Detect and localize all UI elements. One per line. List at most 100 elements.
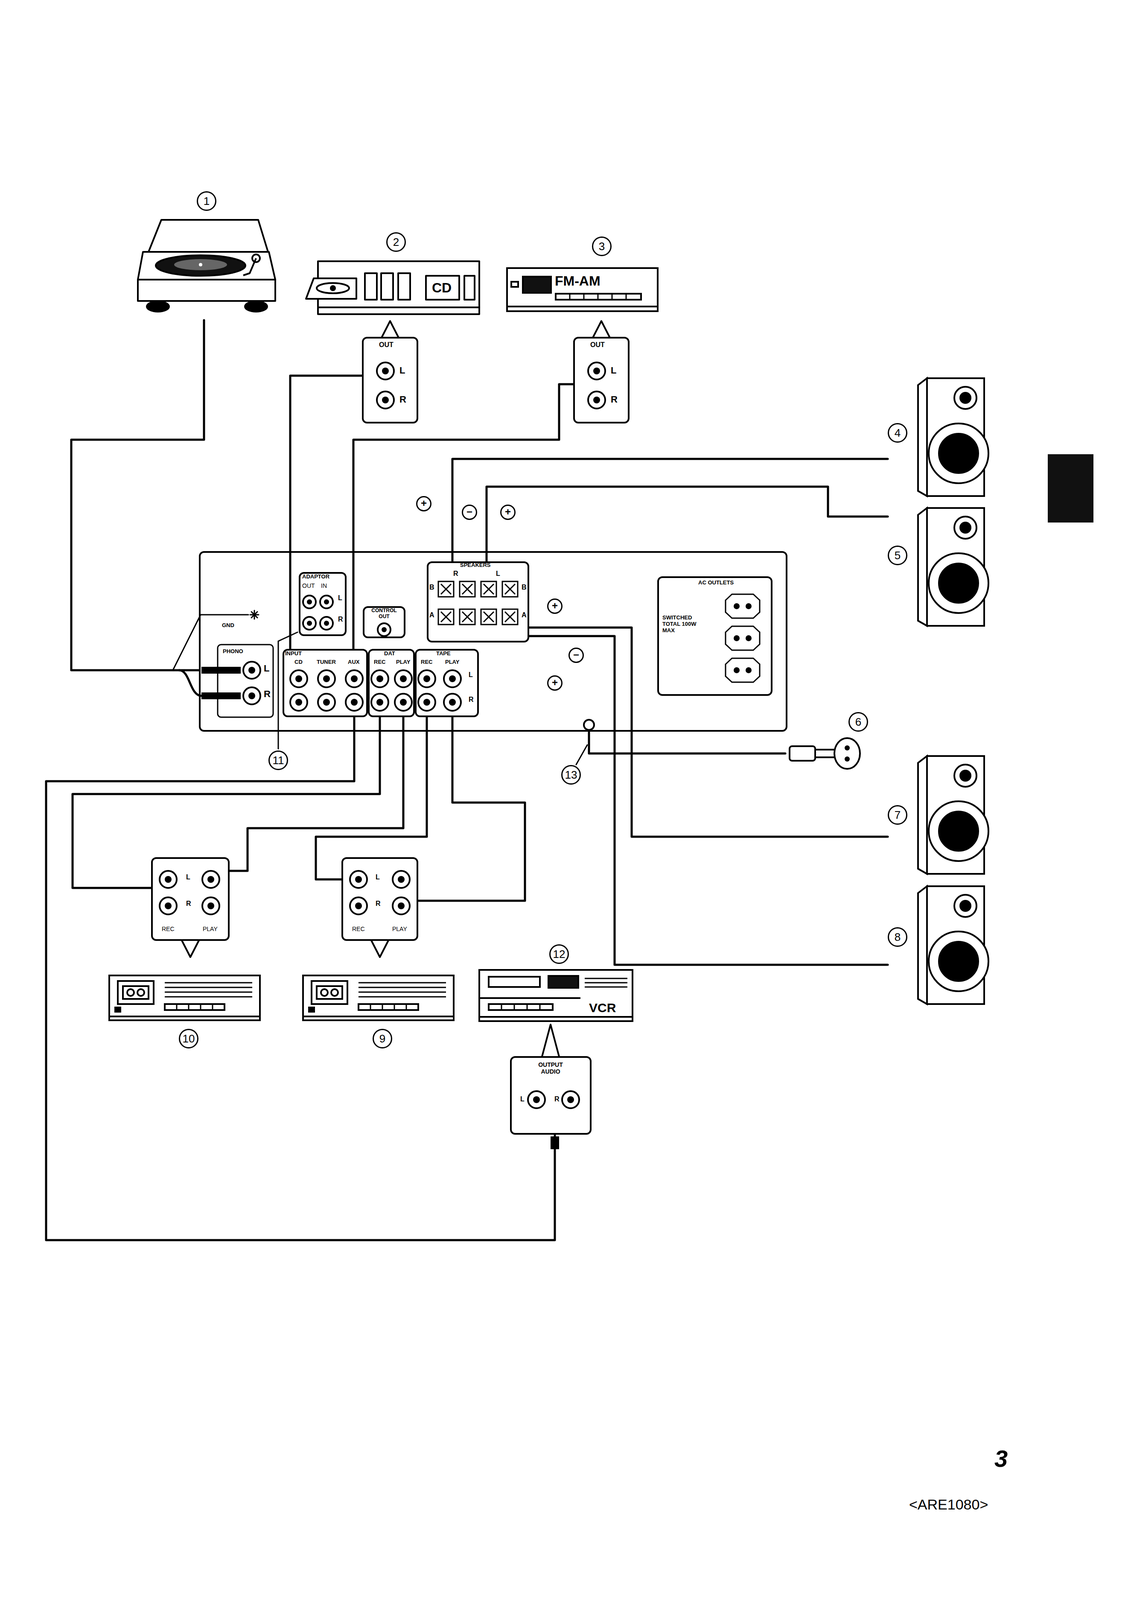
device-label: CD [431, 279, 452, 296]
polarity-sign: − [461, 504, 478, 520]
jack-label: SWITCHED TOTAL 100W MAX [662, 614, 710, 634]
jack-label: INPUT [285, 650, 302, 657]
cable [529, 635, 888, 965]
jack-label: B [521, 583, 527, 592]
jack-label: A [521, 611, 527, 619]
jack-label: L [338, 594, 343, 602]
jack-label: PLAY [202, 925, 218, 933]
ac-outlet-sockets [725, 594, 760, 683]
cable [290, 375, 362, 649]
callout-number: 11 [268, 750, 289, 770]
deck-drawings [109, 975, 454, 1021]
polarity-sign: + [547, 598, 563, 614]
jack-label: REC [373, 658, 386, 666]
callout-number: 4 [887, 422, 908, 443]
jack-label: R [399, 393, 407, 405]
callout-number: 10 [178, 1028, 199, 1049]
tuner: 3FM-AM [499, 234, 666, 316]
plugs-and-wires [172, 610, 860, 1149]
jack-label: DAT [384, 650, 396, 657]
jack-label: R [610, 393, 618, 405]
jack-label: L [520, 1095, 525, 1103]
jack-panel: L R REC PLAY [341, 856, 419, 941]
cable [588, 731, 786, 754]
polarity-sign: + [500, 504, 516, 520]
jack-label: L [495, 569, 501, 578]
jack-label: R [468, 695, 474, 704]
cassette-deck: 10 [109, 973, 260, 1060]
speaker: 5 [887, 507, 985, 625]
jack-label: OUT [302, 582, 315, 589]
jack-label: REC [352, 925, 365, 933]
cable [315, 717, 427, 880]
jack-label: AUX [347, 658, 360, 666]
jack-label: L [186, 873, 191, 881]
input-jacks: INPUTCDTUNERAUX [282, 648, 368, 718]
tape-jacks: TAPERECPLAYLR [414, 648, 479, 718]
jack-label: REC [161, 925, 175, 933]
jack-label: TAPE [436, 650, 451, 657]
control-out: CONTROL OUT [362, 606, 406, 639]
cable [486, 486, 888, 562]
jack-label: PHONO [222, 648, 244, 655]
callout-number: 8 [887, 926, 908, 947]
vcr-drawing [479, 969, 633, 1021]
jack-label: R [554, 1095, 560, 1103]
jack-label: OUTPUT AUDIO [533, 1061, 568, 1075]
speaker-terminals: SPEAKERSRLBABA [426, 561, 530, 643]
polarity-sign: + [547, 675, 563, 691]
jack-label: OUT [590, 341, 605, 349]
callout-number: 13 [561, 764, 581, 785]
jack-label: ADAPTOR [302, 573, 330, 581]
jack-label: L [375, 873, 380, 881]
jack-label: R [338, 615, 344, 624]
callout-pointers [181, 320, 610, 1057]
dat-jacks: DATRECPLAY [367, 648, 415, 718]
callout-number: 6 [848, 711, 869, 732]
callout-number: 7 [887, 804, 908, 825]
jack-panel: LRRECPLAY [151, 856, 230, 941]
amplifier-rear-panel: GNDPHONOLRADAPTOROUTINLRCONTROL OUTINPUT… [198, 550, 788, 732]
jack-label: TUNER [316, 658, 336, 666]
speaker: 4 [887, 377, 985, 497]
jack-label: CONTROL OUT [367, 607, 402, 620]
jack-label: R [263, 688, 271, 700]
speaker-drawings [918, 378, 989, 1004]
adaptor-jacks: ADAPTOROUTINLR [298, 571, 347, 636]
jack-label: L [468, 670, 473, 679]
cd-player: 2CD [298, 230, 487, 321]
callout-number: 5 [887, 545, 908, 566]
jack-label: GND [221, 622, 235, 629]
device-label: VCR [588, 1000, 616, 1016]
cable [71, 320, 205, 671]
callout-number: 2 [386, 232, 406, 252]
jack-label: AC OUTLETS [698, 579, 734, 586]
callout-number: 9 [372, 1028, 393, 1049]
jack-label: B [429, 583, 435, 592]
cable [452, 458, 888, 562]
cable [418, 717, 525, 901]
callout-number: 1 [196, 191, 217, 211]
cable [72, 717, 380, 888]
jack-label: REC [420, 658, 433, 666]
jack-label: OUT [378, 341, 394, 349]
cassette-deck: 9 [303, 973, 455, 1060]
speaker: 7 [887, 754, 985, 872]
polarity-sign: + [416, 495, 432, 512]
jack-panel: OUTPUT AUDIO L R [510, 1055, 592, 1135]
ac-outlets: AC OUTLETS SWITCHED TOTAL 100W MAX [657, 576, 773, 696]
cable [353, 384, 574, 649]
turntable-drawing [137, 219, 276, 312]
jack-label: SPEAKERS [460, 562, 491, 569]
callout-number: 12 [549, 944, 569, 964]
jack-panel: OUTLR [361, 336, 419, 424]
jack-label: L [610, 364, 617, 376]
power-plug: 6 [785, 708, 871, 773]
jack-panel: OUT L R [573, 336, 630, 424]
jack-label: R [375, 899, 381, 908]
speaker: 8 [887, 885, 985, 1005]
section-tab [1047, 454, 1094, 523]
jack-label: PLAY [392, 925, 408, 933]
